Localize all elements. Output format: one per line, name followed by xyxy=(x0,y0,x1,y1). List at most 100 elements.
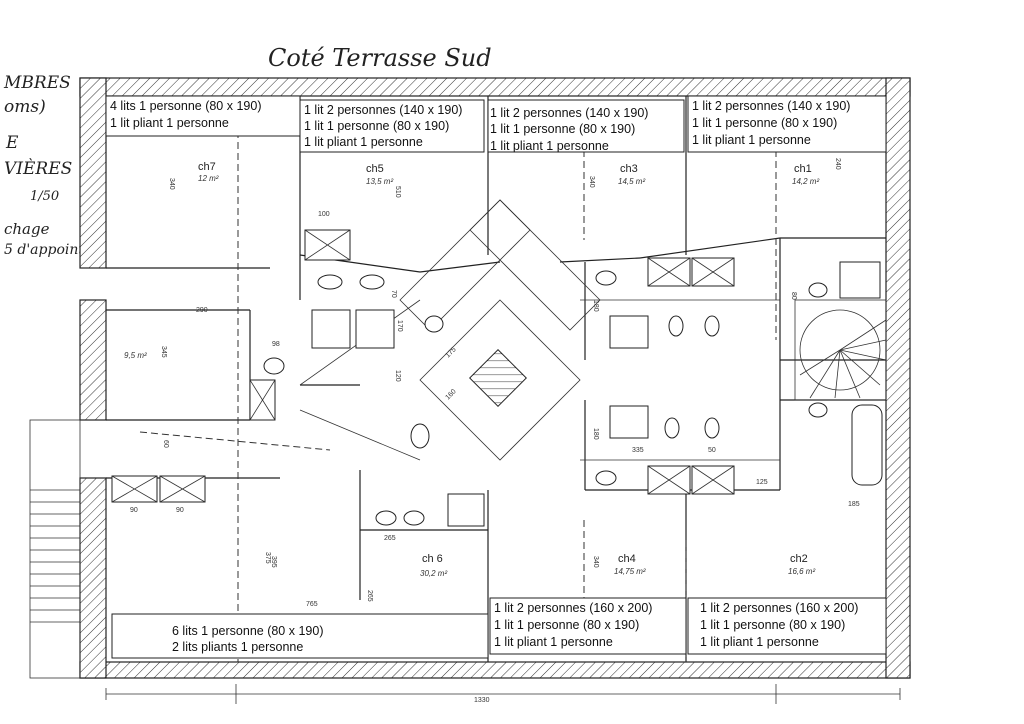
bed-line: 1 lit 2 personnes (160 x 200) xyxy=(494,601,652,615)
dimension: 185 xyxy=(848,501,860,508)
room-area-ch7-lower: 9,5 m² xyxy=(124,351,147,360)
bed-line: 4 lits 1 personne (80 x 190) xyxy=(110,99,261,113)
shower xyxy=(839,261,881,299)
dimension: 90 xyxy=(130,507,138,514)
bed-info-ch3: 1 lit 2 personnes (140 x 190) 1 lit 1 pe… xyxy=(487,99,685,153)
sink xyxy=(595,470,617,486)
dimension: 98 xyxy=(272,341,280,348)
margin-note: chage xyxy=(4,220,50,238)
toilet xyxy=(410,423,430,449)
bed-line: 1 lit pliant 1 personne xyxy=(110,116,229,130)
spiral-staircase xyxy=(794,299,887,401)
shower xyxy=(355,309,395,349)
toilet xyxy=(704,315,720,337)
bed-line: 1 lit pliant 1 personne xyxy=(700,635,819,649)
sink xyxy=(375,510,397,526)
room-area-ch5: 13,5 m² xyxy=(366,177,393,186)
sink xyxy=(424,315,444,333)
dimension: 90 xyxy=(176,507,184,514)
margin-notes: MBRES oms) E VIÈRES 1/50 chage 5 d'appoi… xyxy=(3,73,84,258)
dimension: 50 xyxy=(708,447,716,454)
room-area-ch4: 14,75 m² xyxy=(614,567,646,576)
dimension: 265 xyxy=(366,590,373,602)
dimension: 180 xyxy=(592,428,599,440)
margin-note: oms) xyxy=(4,97,46,117)
sink xyxy=(403,510,425,526)
toilet xyxy=(704,417,720,439)
dimension: 335 xyxy=(632,447,644,454)
room-area-ch1: 14,2 m² xyxy=(792,177,819,186)
sink xyxy=(808,402,828,418)
dimension: 765 xyxy=(306,601,318,608)
bed-info-ch5: 1 lit 2 personnes (140 x 190) 1 lit 1 pe… xyxy=(299,99,485,153)
shower xyxy=(609,405,649,439)
margin-note: MBRES xyxy=(3,73,71,93)
bed-line: 1 lit 2 personnes (140 x 190) xyxy=(692,99,850,113)
sink xyxy=(808,282,828,298)
shower xyxy=(311,309,351,349)
bed-info-ch1: 1 lit 2 personnes (140 x 190) 1 lit 1 pe… xyxy=(687,95,887,153)
bed-info-ch2: 1 lit 2 personnes (160 x 200) 1 lit 1 pe… xyxy=(687,597,887,655)
room-name-ch2: ch2 xyxy=(790,553,808,565)
overall-dimension-line xyxy=(105,684,901,704)
room-name-ch4: ch4 xyxy=(618,553,636,565)
dimension: 340 xyxy=(592,556,599,568)
dimension: 60 xyxy=(162,440,169,448)
margin-note: E xyxy=(5,133,19,153)
toilet xyxy=(668,315,684,337)
shower xyxy=(447,493,485,527)
dimension: 290 xyxy=(196,307,208,314)
room-area-ch3: 14,5 m² xyxy=(618,177,645,186)
dimension: 80 xyxy=(790,292,797,300)
room-labels: ch7 12 m² 9,5 m² ch5 13,5 m² ch3 14,5 m²… xyxy=(124,161,819,578)
dimension: 100 xyxy=(318,211,330,218)
bed-line: 1 lit 1 personne (80 x 190) xyxy=(304,119,449,133)
room-area-ch6: 30,2 m² xyxy=(420,569,447,578)
bathtub xyxy=(851,404,883,486)
external-staircase xyxy=(29,419,81,679)
room-area-ch2: 16,6 m² xyxy=(788,567,815,576)
bed-line: 1 lit 2 personnes (160 x 200) xyxy=(700,601,858,615)
bed-line: 1 lit 1 personne (80 x 190) xyxy=(490,122,635,136)
bed-info-ch6: 6 lits 1 personne (80 x 190) 2 lits plia… xyxy=(111,613,489,659)
dimension-labels: 340 510 340 240 290 345 395 265 375 765 … xyxy=(130,158,860,704)
bed-line: 2 lits pliants 1 personne xyxy=(172,640,303,654)
bed-line: 1 lit pliant 1 personne xyxy=(490,139,609,153)
dimension: 395 xyxy=(270,556,277,568)
dimension: 175 xyxy=(444,346,457,359)
bed-line: 1 lit 2 personnes (140 x 190) xyxy=(304,103,462,117)
dimension: 70 xyxy=(390,290,397,298)
bed-line: 1 lit pliant 1 personne xyxy=(692,133,811,147)
sink xyxy=(595,270,617,286)
bed-info-ch4: 1 lit 2 personnes (160 x 200) 1 lit 1 pe… xyxy=(489,597,687,655)
dimension: 240 xyxy=(834,158,841,170)
bed-line: 1 lit 1 personne (80 x 190) xyxy=(700,618,845,632)
sink xyxy=(359,274,385,290)
room-name-ch3: ch3 xyxy=(620,163,638,175)
exterior-walls xyxy=(79,77,911,679)
room-name-ch7: ch7 xyxy=(198,161,216,173)
bed-line: 1 lit pliant 1 personne xyxy=(304,135,423,149)
dimension: 265 xyxy=(384,535,396,542)
dimension: 170 xyxy=(396,320,403,332)
dimension: 120 xyxy=(394,370,401,382)
dimension: 340 xyxy=(588,176,595,188)
bed-line: 1 lit 1 personne (80 x 190) xyxy=(692,116,837,130)
bed-line: 6 lits 1 personne (80 x 190) xyxy=(172,624,323,638)
room-area-ch7: 12 m² xyxy=(198,174,219,183)
room-name-ch1: ch1 xyxy=(794,163,812,175)
sink xyxy=(317,274,343,290)
margin-note: 1/50 xyxy=(30,189,59,204)
dimension: 125 xyxy=(756,479,768,486)
bed-line: 1 lit 2 personnes (140 x 190) xyxy=(490,106,648,120)
margin-note: 5 d'appoint xyxy=(4,242,84,258)
shower xyxy=(609,315,649,349)
sanitary-fixtures xyxy=(111,229,883,527)
toilet xyxy=(664,417,680,439)
dimension: 1330 xyxy=(474,697,490,704)
room-name-ch6: ch 6 xyxy=(422,553,443,565)
dimension: 510 xyxy=(394,186,401,198)
plan-title: Coté Terrasse Sud xyxy=(268,44,492,72)
dimension: 340 xyxy=(168,178,175,190)
